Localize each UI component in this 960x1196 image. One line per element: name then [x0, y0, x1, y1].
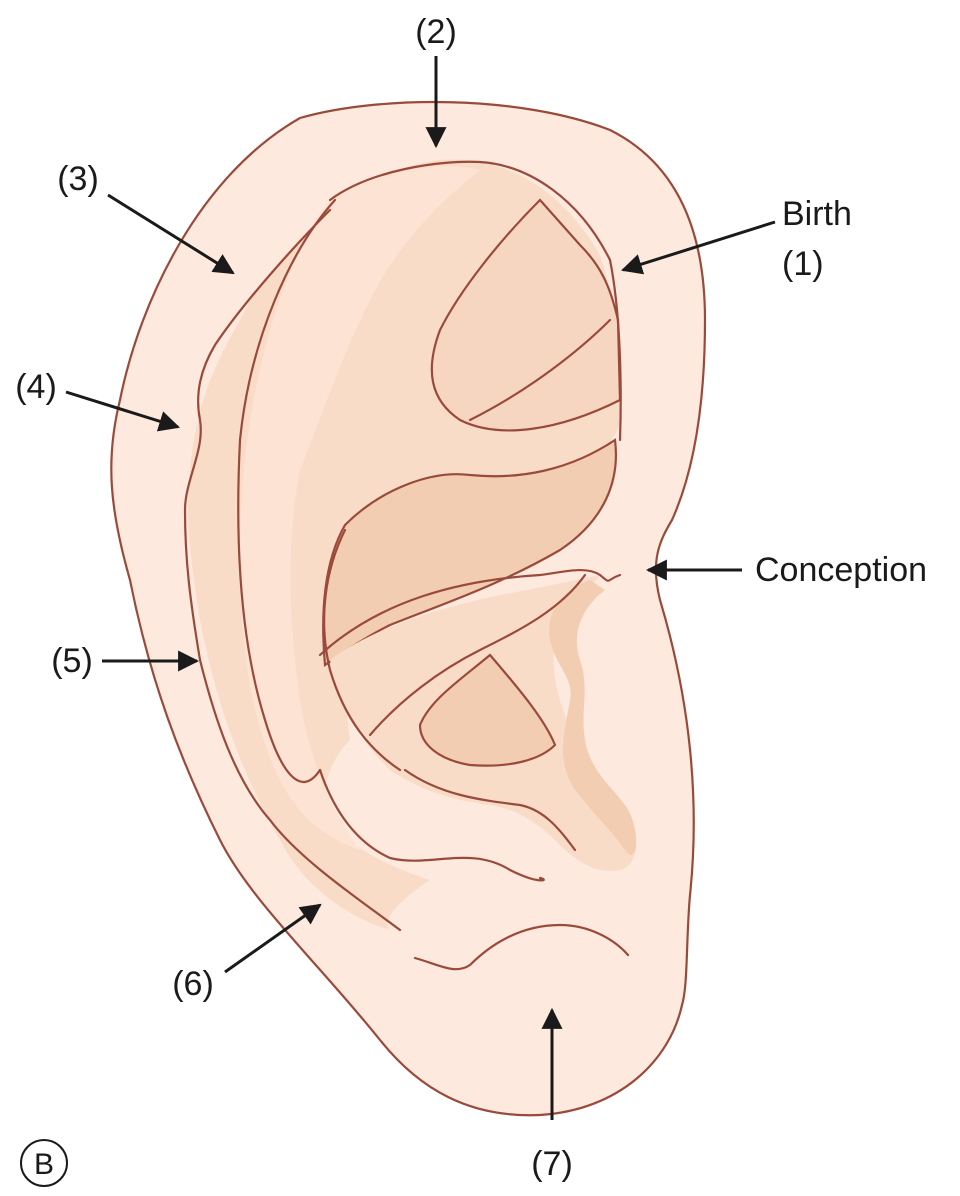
label-7: (7)	[531, 1145, 573, 1183]
label-2: (2)	[415, 13, 457, 51]
label-birth-number: (1)	[782, 245, 824, 283]
label-5: (5)	[51, 642, 93, 680]
label-birth: Birth	[782, 195, 852, 233]
label-conception: Conception	[755, 551, 927, 589]
panel-label: B	[21, 1140, 67, 1186]
label-6: (6)	[172, 965, 214, 1003]
label-3: (3)	[57, 160, 99, 198]
panel-label-text: B	[34, 1148, 54, 1181]
label-4: (4)	[15, 368, 57, 406]
